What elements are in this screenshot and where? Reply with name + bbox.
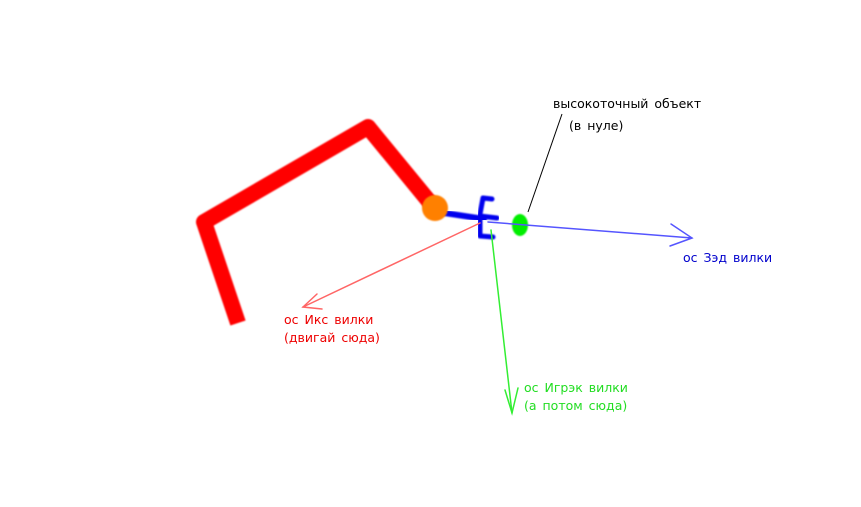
object-label: высокоточный объект xyxy=(553,96,702,111)
z-axis-arrow xyxy=(487,221,694,247)
robot-arm xyxy=(196,119,439,326)
x-axis-note: (двигай сюда) xyxy=(284,330,380,345)
object-note: (в нуле) xyxy=(569,118,624,133)
x-axis-label: ос Икс вилки xyxy=(284,312,374,327)
gripper-fork xyxy=(477,195,500,240)
object-pointer-line xyxy=(527,113,563,213)
y-axis-label: ос Игрэк вилки xyxy=(524,380,628,395)
y-axis-arrow xyxy=(490,229,519,416)
x-axis-arrow xyxy=(301,222,481,310)
z-axis-label: ос Зэд вилки xyxy=(683,250,773,265)
y-axis-note: (а потом сюда) xyxy=(524,398,628,413)
arm-joint xyxy=(422,195,448,221)
